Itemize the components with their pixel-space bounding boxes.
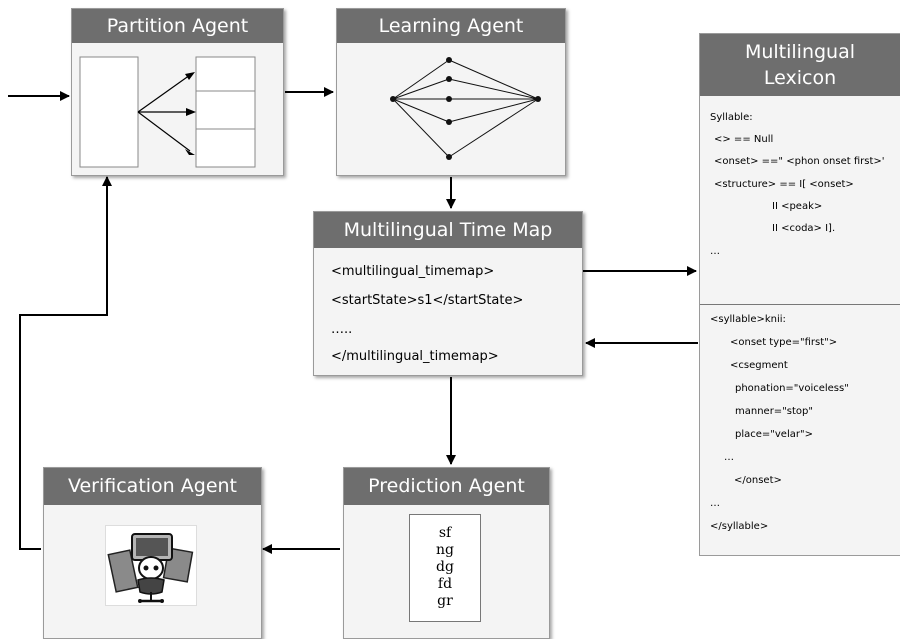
learning-agent-title: Learning Agent [337,9,565,43]
learning-agent-box: Learning Agent [336,8,566,176]
lexicon-line: … [710,246,720,257]
agent-figure-frame [105,525,197,606]
lexicon-line: <onset> ==" <phon onset first>' [714,156,885,167]
lexicon-box: Multilingual Lexicon Syllable: <> == Nul… [699,33,900,556]
prediction-codes-frame: sf ng dg fd gr [409,514,481,622]
time-map-box: Multilingual Time Map <multilingual_time… [313,211,583,376]
prediction-agent-box: Prediction Agent sf ng dg fd gr [343,467,550,639]
lexicon-line: … [724,452,734,463]
lexicon-line: <onset type="first"> [730,337,838,348]
prediction-agent-title: Prediction Agent [344,468,549,505]
lexicon-line: II <peak> [772,201,823,212]
lexicon-title: Multilingual Lexicon [700,34,900,96]
lexicon-line: </syllable> [710,521,769,532]
lexicon-line: <syllable>knii: [710,314,786,325]
lexicon-line: <structure> == I[ <onset> [714,179,854,190]
lexicon-line: phonation="voiceless" [735,383,849,394]
person-at-computer-icon [107,533,194,603]
prediction-code: sf [438,525,452,541]
time-map-line: </multilingual_timemap> [331,349,499,364]
lexicon-line: </onset> [734,475,782,486]
verification-agent-box: Verification Agent [43,467,262,639]
lexicon-divider [700,304,900,305]
lexicon-line: II <coda> I]. [772,223,836,234]
partition-agent-box: Partition Agent [71,8,284,176]
time-map-title: Multilingual Time Map [314,212,582,248]
verification-agent-title: Verification Agent [44,468,261,505]
prediction-code: gr [437,593,453,609]
prediction-code: ng [436,542,454,558]
lexicon-line: manner="stop" [735,406,813,417]
lexicon-bottom-section: <syllable>knii: <onset type="first"> <cs… [700,305,900,555]
time-map-line: ….. [331,322,353,337]
lexicon-title-line2: Lexicon [763,67,837,89]
network-graph-icon [390,57,541,160]
verification-feedback-arrow [19,176,112,550]
prediction-code: dg [436,559,454,575]
time-map-line: <startState>s1</startState> [331,293,524,308]
lexicon-top-section: Syllable: <> == Null <onset> ==" <phon o… [700,96,900,306]
lexicon-line: … [710,498,720,509]
lexicon-line: Syllable: [710,112,753,123]
time-map-line: <multilingual_timemap> [331,264,495,279]
lexicon-title-line1: Multilingual [744,41,856,63]
lexicon-line: place="velar"> [735,429,813,440]
partition-agent-title: Partition Agent [72,9,283,43]
lexicon-line: <> == Null [714,134,774,145]
prediction-code: fd [437,576,453,592]
lexicon-line: <csegment [730,360,788,371]
partition-diagram [79,56,256,168]
